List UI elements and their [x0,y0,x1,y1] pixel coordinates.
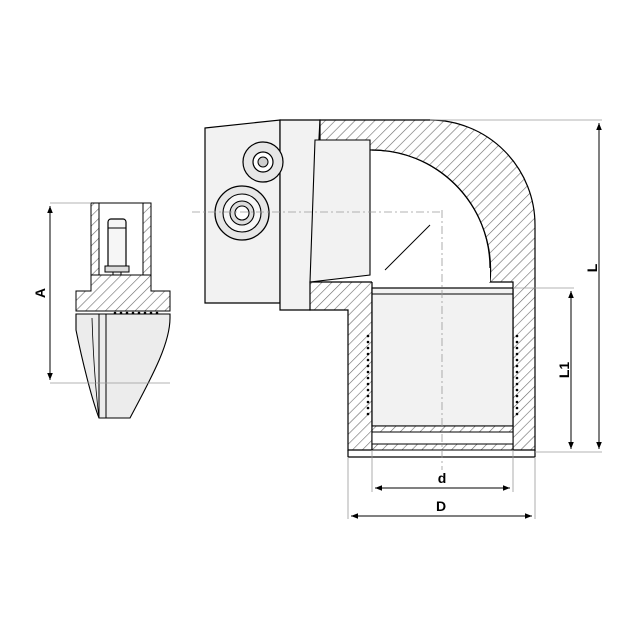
heating-wire-dot [515,346,519,350]
heating-wire-dot [515,400,519,404]
inserted-pipe [75,313,171,419]
heating-wire-dot [366,346,370,350]
heating-wire-dot [366,394,370,398]
terminal-pin [107,218,127,270]
heating-wire-dot [515,412,519,416]
heating-wire-dot [366,406,370,410]
heating-wire-dot [366,388,370,392]
dimensions: L L1 d D [347,119,602,519]
heating-wire-dot [366,364,370,368]
dimension-label-A: A [32,288,48,298]
heating-wire-dot [515,358,519,362]
heating-wire-dot [515,334,519,338]
heating-wire-dot [366,412,370,416]
heating-wire-dot [366,340,370,344]
terminal-shroud-left-wall [90,202,100,276]
pipe-stop-ring [309,139,371,283]
heating-wire-dot [366,352,370,356]
socket-bore [371,287,514,427]
heating-wire-dot [515,388,519,392]
heating-wire-dot [515,364,519,368]
heating-wire-dot [366,382,370,386]
heating-wire-dot [366,358,370,362]
heating-wire-dot [515,406,519,410]
dimension-label-L1: L1 [556,362,572,379]
dimension-label-L: L [584,263,600,272]
elbow-fitting [192,119,536,470]
terminal-shroud-right-wall [142,202,152,276]
dimension-label-d: d [438,470,447,486]
side-section-view: A [32,202,171,419]
heating-wire-dot [515,382,519,386]
heating-wire-dot [366,376,370,380]
terminal-connector-icon [214,185,270,241]
socket-left-wall [309,281,373,451]
socket-heating-wire-right [515,334,519,416]
fitting-wall-section [75,274,171,312]
dimension-label-D: D [436,498,446,514]
socket-heating-wire-left [366,334,370,416]
heating-wire-dot [366,334,370,338]
heating-wire-dot [366,370,370,374]
heating-wire-dot [515,370,519,374]
heating-wire-dot [366,400,370,404]
heating-wire-dot [515,376,519,380]
fusion-indicator-icon [242,141,284,183]
heating-wire-dot [515,352,519,356]
heating-wire-dot [515,394,519,398]
heating-wire-dot [515,340,519,344]
